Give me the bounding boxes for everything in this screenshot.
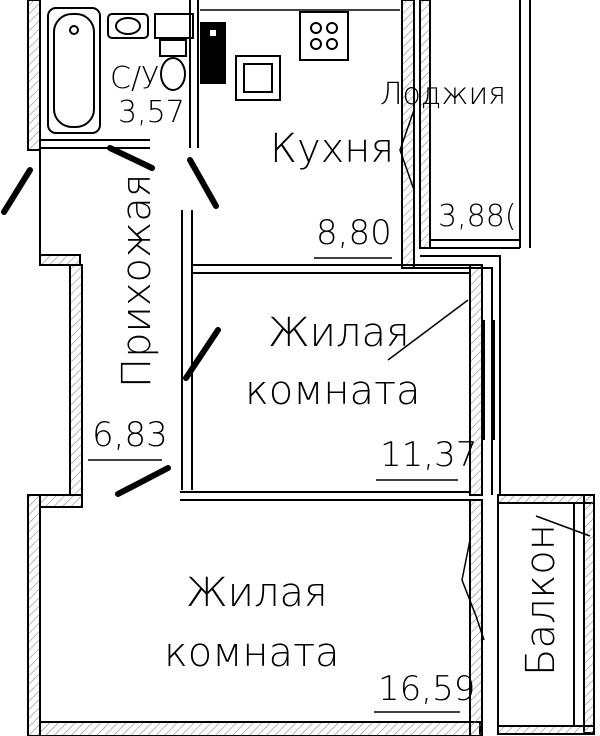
sink-kitchen [235, 55, 281, 101]
bathroom-shaft [154, 13, 226, 84]
door-leaves-thin [387, 109, 591, 641]
loggia-area: 3,88( [438, 199, 517, 234]
living-room-2-name-line2: комната [164, 630, 340, 676]
bathroom-area: 3,57 [118, 95, 185, 130]
hallway-name: Прихожая [114, 174, 160, 388]
loggia-name: Лоджия [380, 77, 506, 112]
balcony-name: Балкон [518, 524, 564, 676]
kitchen-area: 8,80 [316, 213, 392, 253]
living-room-1-area: 11,37 [380, 435, 477, 475]
living-room-2-name-line1: Жилая [186, 570, 328, 616]
stove [299, 11, 349, 61]
hallway-area: 6,83 [92, 415, 168, 455]
living-room-1-name-line2: комната [245, 368, 421, 414]
living-room-2-area: 16,59 [378, 669, 475, 709]
living-room-1-name-line1: Жилая [268, 310, 410, 356]
bathroom-label: С/У 3,57 [110, 61, 185, 130]
doors [1, 145, 221, 497]
kitchen-name: Кухня [270, 126, 394, 172]
bathroom-code: С/У [110, 61, 159, 96]
toilet [159, 39, 187, 91]
washbasin [107, 13, 149, 39]
interior-walls [39, 0, 575, 726]
bathtub [47, 7, 101, 134]
